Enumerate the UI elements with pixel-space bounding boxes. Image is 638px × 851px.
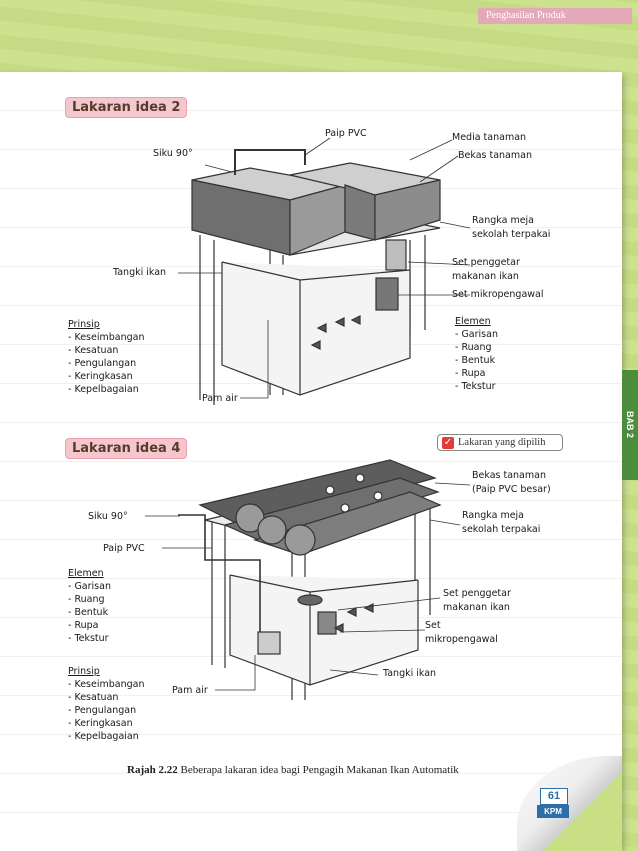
page-number-badge: 61 KPM <box>533 786 573 826</box>
label-siku-4: Siku 90° <box>88 511 128 522</box>
section-title-idea-4: Lakaran idea 4 <box>65 438 188 459</box>
label-bekas-4b: (Paip PVC besar) <box>472 484 551 495</box>
page-number: 61 <box>540 788 568 805</box>
prinsip-item: - Keseimbangan <box>68 332 145 343</box>
label-penggetar-2a: Set penggetar <box>452 257 520 268</box>
elemen-item: - Rupa <box>455 368 486 379</box>
figure-number: Rajah 2.22 <box>127 764 178 776</box>
prinsip-item: - Pengulangan <box>68 705 137 716</box>
label-rangka-4a: Rangka meja <box>462 510 525 521</box>
label-pam-air-4: Pam air <box>172 685 208 696</box>
prinsip-item: - Kesatuan <box>68 692 119 703</box>
label-penggetar-2b: makanan ikan <box>452 271 519 282</box>
prinsip-item: - Kepelbagaian <box>68 731 139 742</box>
selected-label: Lakaran yang dipilih <box>458 437 546 448</box>
label-rangka-4b: sekolah terpakai <box>462 524 541 535</box>
prinsip-list-2: Prinsip - Keseimbangan - Kesatuan - Peng… <box>68 318 144 396</box>
prinsip-heading: Prinsip <box>68 666 100 677</box>
elemen-item: - Garisan <box>455 329 498 340</box>
label-media-tanaman: Media tanaman <box>452 132 527 143</box>
elemen-item: - Rupa <box>68 620 99 631</box>
label-pam-air-2: Pam air <box>202 393 238 404</box>
prinsip-item: - Keringkasan <box>68 718 133 729</box>
prinsip-item: - Kepelbagaian <box>68 384 139 395</box>
label-penggetar-4b: makanan ikan <box>443 602 510 613</box>
elemen-heading: Elemen <box>68 568 104 579</box>
label-mikro-2: Set mikropengawal <box>452 289 544 300</box>
prinsip-item: - Kesatuan <box>68 345 119 356</box>
section-title-idea-2: Lakaran idea 2 <box>65 97 188 118</box>
label-rangka-2b: sekolah terpakai <box>472 229 551 240</box>
label-penggetar-4a: Set penggetar <box>443 588 511 599</box>
chapter-tab[interactable]: BAB 2 <box>622 370 638 480</box>
running-header: Penghasilan Produk <box>478 8 632 24</box>
publisher-logo: KPM <box>537 805 569 818</box>
elemen-list-4: Elemen - Garisan - Ruang - Bentuk - Rupa… <box>68 567 111 645</box>
label-set-4b: mikropengawal <box>425 634 498 645</box>
elemen-heading: Elemen <box>455 316 491 327</box>
label-set-4a: Set <box>425 620 441 631</box>
prinsip-item: - Keringkasan <box>68 371 133 382</box>
label-tangki-4: Tangki ikan <box>383 668 437 679</box>
elemen-item: - Ruang <box>455 342 492 353</box>
label-siku-2: Siku 90° <box>153 148 193 159</box>
elemen-item: - Bentuk <box>68 607 109 618</box>
selected-sketch-badge: ✓ Lakaran yang dipilih <box>437 434 563 451</box>
prinsip-item: - Pengulangan <box>68 358 137 369</box>
label-bekas-tanaman-2: Bekas tanaman <box>458 150 532 161</box>
elemen-item: - Garisan <box>68 581 111 592</box>
elemen-list-2: Elemen - Garisan - Ruang - Bentuk - Rupa… <box>455 315 498 393</box>
sketch-idea-4 <box>145 459 471 700</box>
elemen-item: - Tekstur <box>68 633 109 644</box>
elemen-item: - Tekstur <box>455 381 496 392</box>
label-paip-pvc-2: Paip PVC <box>325 128 367 139</box>
elemen-item: - Bentuk <box>455 355 496 366</box>
prinsip-item: - Keseimbangan <box>68 679 145 690</box>
figure-caption-text: Beberapa lakaran idea bagi Pengagih Maka… <box>177 764 459 776</box>
label-paip-pvc-4: Paip PVC <box>103 543 145 554</box>
check-icon: ✓ <box>442 436 454 449</box>
sketch-idea-2 <box>178 137 471 405</box>
label-tangki-2: Tangki ikan <box>113 267 167 278</box>
elemen-item: - Ruang <box>68 594 105 605</box>
label-bekas-4a: Bekas tanaman <box>472 470 546 481</box>
prinsip-heading: Prinsip <box>68 319 100 330</box>
figure-caption: Rajah 2.22 Beberapa lakaran idea bagi Pe… <box>127 764 459 776</box>
label-rangka-2a: Rangka meja <box>472 215 535 226</box>
prinsip-list-4: Prinsip - Keseimbangan - Kesatuan - Peng… <box>68 665 144 743</box>
